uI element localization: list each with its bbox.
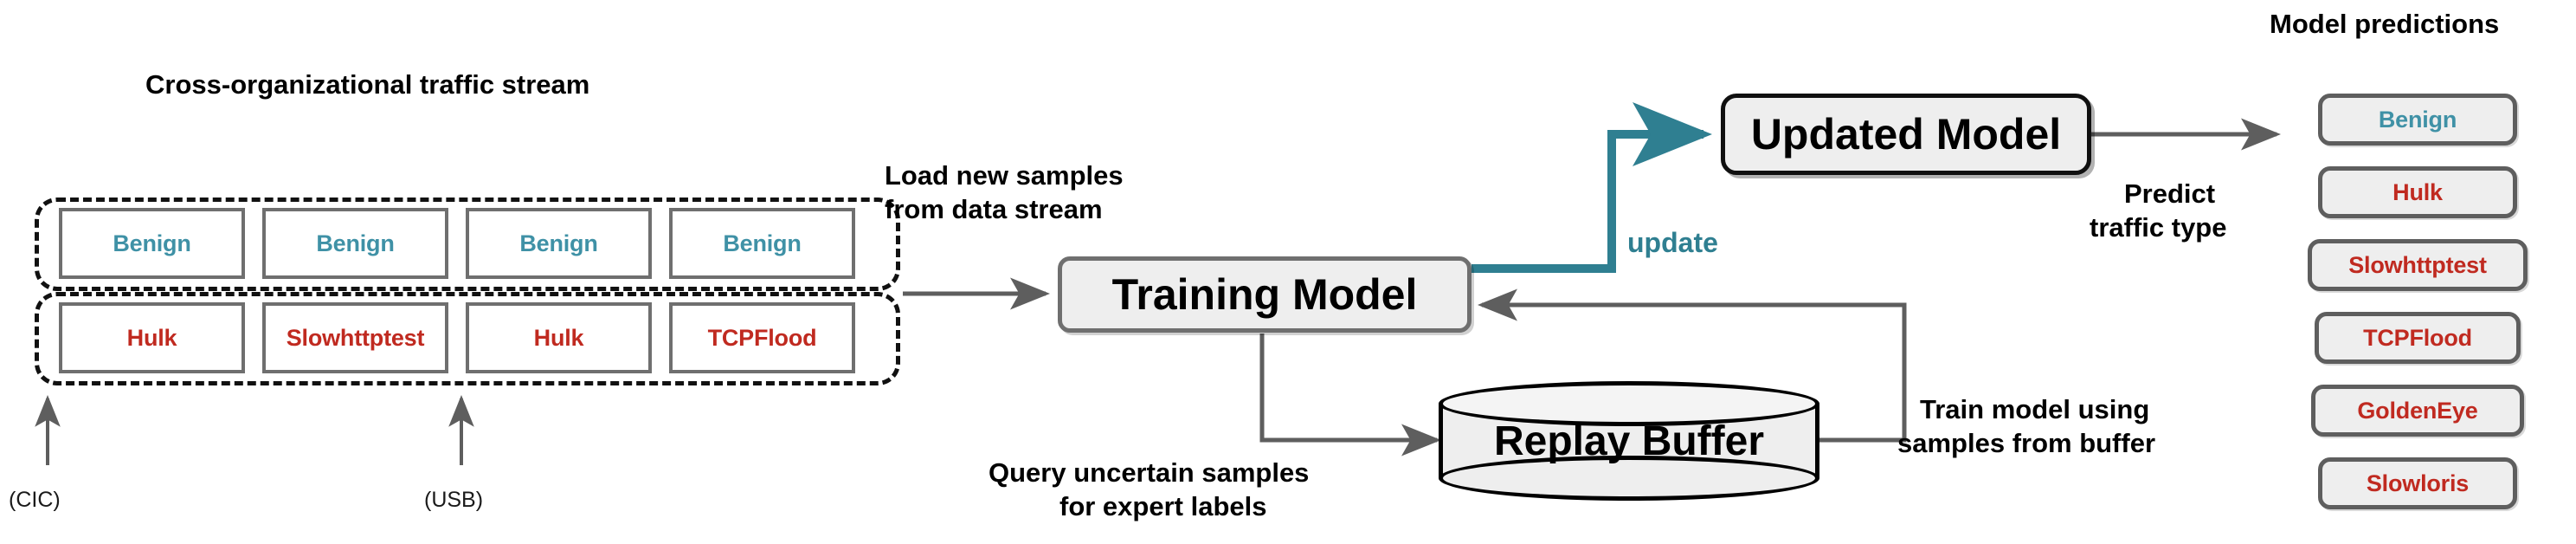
predictions-title: Model predictions [2270, 9, 2500, 39]
prediction-chip-2[interactable]: Hulk [2318, 166, 2517, 218]
stream-chip-attack-3[interactable]: Hulk [466, 302, 652, 373]
source-label-cic: (CIC) [9, 488, 61, 512]
node-training-model[interactable]: Training Model [1058, 256, 1472, 333]
stream-chip-attack-2[interactable]: Slowhttptest [262, 302, 448, 373]
prediction-chip-1[interactable]: Benign [2318, 94, 2517, 146]
prediction-chip-6[interactable]: Slowloris [2318, 457, 2517, 509]
benign-group-bracket [35, 198, 900, 291]
replay-buffer-bottom-ellipse [1439, 456, 1819, 501]
annotation-train-line1: Train model using [1920, 394, 2150, 424]
prediction-chip-3[interactable]: Slowhttptest [2308, 239, 2528, 291]
attack-group-bracket [35, 292, 900, 385]
node-replay-buffer[interactable]: Replay Buffer [1439, 381, 1819, 501]
annotation-query-line2: for expert labels [1059, 491, 1267, 521]
stream-chip-benign-3[interactable]: Benign [466, 208, 652, 279]
source-label-usb: (USB) [424, 488, 484, 512]
stream-title: Cross-organizational traffic stream [145, 69, 590, 100]
prediction-chip-4[interactable]: TCPFlood [2315, 312, 2521, 364]
arrow-training-to-buffer [1259, 334, 1442, 457]
stream-chip-benign-1[interactable]: Benign [59, 208, 245, 279]
replay-buffer-label: Replay Buffer [1493, 418, 1765, 464]
stream-chip-attack-1[interactable]: Hulk [59, 302, 245, 373]
prediction-chip-5[interactable]: GoldenEye [2311, 385, 2524, 437]
annotation-predict-line2: traffic type [2090, 212, 2227, 243]
annotation-predict-line1: Predict [2124, 178, 2216, 209]
annotation-query-line1: Query uncertain samples [989, 457, 1310, 488]
annotation-load-samples-line2: from data stream [885, 194, 1103, 224]
annotation-load-samples-line1: Load new samples [885, 160, 1124, 191]
node-updated-model[interactable]: Updated Model [1721, 94, 2091, 175]
annotation-train-line2: samples from buffer [1897, 428, 2156, 458]
annotation-update: update [1627, 227, 1718, 258]
stream-chip-attack-4[interactable]: TCPFlood [669, 302, 855, 373]
stream-chip-benign-2[interactable]: Benign [262, 208, 448, 279]
stream-chip-benign-4[interactable]: Benign [669, 208, 855, 279]
replay-buffer-top-ellipse [1439, 381, 1819, 426]
